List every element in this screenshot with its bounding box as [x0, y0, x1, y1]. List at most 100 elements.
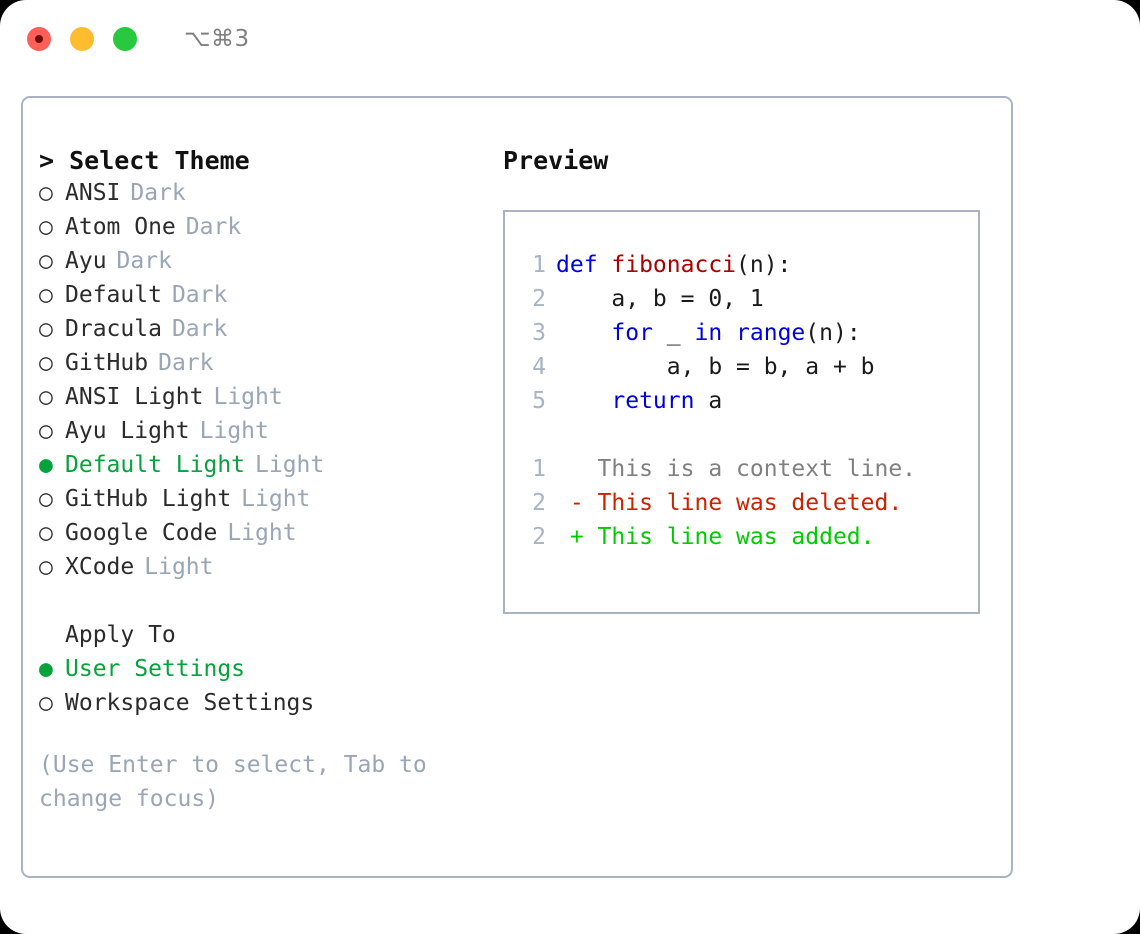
theme-selection-panel: > Select Theme ○ ANSI Dark ○ Atom One Da… — [39, 146, 489, 816]
code-line: 1 def fibonacci(n): — [505, 252, 978, 286]
code-line: 2 a, b = 0, 1 — [505, 286, 978, 320]
diff-line-context: 1 This is a context line. — [505, 456, 978, 490]
radio-icon[interactable]: ○ — [39, 486, 53, 512]
theme-item-atom-one[interactable]: ○ Atom One Dark — [39, 214, 489, 248]
theme-item-default-light[interactable]: ● Default Light Light — [39, 452, 489, 486]
code-token: fibonacci — [611, 252, 737, 278]
diff-sample: 1 This is a context line. 2 - This line … — [505, 456, 978, 558]
theme-item-dracula[interactable]: ○ Dracula Dark — [39, 316, 489, 350]
code-line: 3 for _ in range(n): — [505, 320, 978, 354]
line-number: 3 — [532, 320, 546, 346]
page-title: > Select Theme — [39, 146, 250, 175]
radio-icon[interactable]: ○ — [39, 316, 53, 342]
theme-item-tag: Light — [144, 554, 214, 580]
radio-icon[interactable]: ○ — [39, 248, 53, 274]
theme-item-xcode[interactable]: ○ XCode Light — [39, 554, 489, 588]
code-token: a, b = b, a + b — [556, 354, 875, 380]
radio-icon[interactable]: ○ — [39, 690, 53, 716]
theme-item-label: Ayu — [65, 248, 107, 274]
theme-item-tag: Light — [213, 384, 283, 410]
line-number: 1 — [532, 252, 546, 278]
theme-item-ansi-light[interactable]: ○ ANSI Light Light — [39, 384, 489, 418]
theme-item-label: ANSI Light — [65, 384, 204, 410]
theme-item-tag: Light — [227, 520, 297, 546]
theme-item-tag: Light — [199, 418, 269, 444]
apply-to-heading-row: ○ Apply To — [39, 622, 489, 656]
code-line: 4 a, b = b, a + b — [505, 354, 978, 388]
select-theme-heading-row: > Select Theme — [39, 146, 489, 180]
theme-item-default[interactable]: ○ Default Dark — [39, 282, 489, 316]
theme-item-google-code[interactable]: ○ Google Code Light — [39, 520, 489, 554]
theme-item-label: Default — [65, 282, 162, 308]
apply-to-group: ○ Apply To ● User Settings ○ Workspace S… — [39, 622, 489, 724]
code-token: for — [611, 320, 667, 346]
theme-item-label: ANSI — [65, 180, 121, 206]
radio-icon[interactable]: ○ — [39, 384, 53, 410]
maximize-button[interactable] — [113, 27, 137, 51]
radio-icon[interactable]: ○ — [39, 180, 53, 206]
theme-item-tag: Dark — [171, 282, 228, 308]
code-token: _ — [666, 320, 695, 346]
theme-item-label: Atom One — [65, 214, 176, 240]
spacer-marker: ○ — [39, 622, 65, 648]
theme-picker-card: > Select Theme ○ ANSI Dark ○ Atom One Da… — [21, 96, 1013, 878]
keyboard-shortcut-label: ⌥⌘3 — [184, 26, 250, 52]
radio-icon[interactable]: ○ — [39, 350, 53, 376]
apply-to-title: Apply To — [65, 622, 176, 648]
theme-item-label: Default Light — [65, 452, 246, 478]
preview-gap — [505, 422, 978, 456]
theme-item-tag: Dark — [185, 214, 242, 240]
radio-icon[interactable]: ○ — [39, 520, 53, 546]
theme-item-label: GitHub — [65, 350, 149, 376]
minimize-button[interactable] — [70, 27, 94, 51]
apply-to-workspace-settings[interactable]: ○ Workspace Settings — [39, 690, 489, 724]
keyboard-hint-text: (Use Enter to select, Tab to change focu… — [39, 752, 427, 812]
code-token: range — [736, 320, 806, 346]
line-number: 1 — [532, 456, 546, 482]
theme-item-ayu[interactable]: ○ Ayu Dark — [39, 248, 489, 282]
line-number: 4 — [532, 354, 546, 380]
close-button[interactable] — [27, 27, 51, 51]
code-token: (n): — [736, 252, 792, 278]
theme-item-label: Ayu Light — [65, 418, 190, 444]
theme-list: ○ ANSI Dark ○ Atom One Dark ○ Ayu Dark — [39, 180, 489, 588]
theme-item-ansi[interactable]: ○ ANSI Dark — [39, 180, 489, 214]
theme-item-label: GitHub Light — [65, 486, 232, 512]
code-token: in — [694, 320, 737, 346]
diff-line-added: 2 + This line was added. — [505, 524, 978, 558]
theme-item-github-light[interactable]: ○ GitHub Light Light — [39, 486, 489, 520]
diff-text: + This line was added. — [556, 524, 875, 550]
code-token: a — [708, 388, 723, 414]
code-token: (n): — [805, 320, 861, 346]
code-token: def — [556, 252, 612, 278]
theme-item-tag: Light — [241, 486, 311, 512]
radio-selected-icon[interactable]: ● — [39, 452, 53, 478]
preview-title: Preview — [503, 146, 609, 175]
theme-item-ayu-light[interactable]: ○ Ayu Light Light — [39, 418, 489, 452]
code-token: a, b = 0, 1 — [556, 286, 764, 312]
list-spacer — [39, 588, 489, 622]
window-controls — [27, 27, 137, 51]
window-titlebar: ⌥⌘3 — [0, 0, 1140, 78]
theme-item-tag: Light — [255, 452, 325, 478]
code-line: 5 return a — [505, 388, 978, 422]
line-number: 2 — [532, 490, 546, 516]
theme-item-github[interactable]: ○ GitHub Dark — [39, 350, 489, 384]
apply-to-label: User Settings — [65, 656, 246, 682]
apply-to-user-settings[interactable]: ● User Settings — [39, 656, 489, 690]
radio-icon[interactable]: ○ — [39, 418, 53, 444]
code-token — [556, 320, 611, 346]
theme-item-tag: Dark — [171, 316, 228, 342]
theme-item-label: Google Code — [65, 520, 218, 546]
radio-selected-icon[interactable]: ● — [39, 656, 53, 682]
code-token: return — [611, 388, 709, 414]
radio-icon[interactable]: ○ — [39, 214, 53, 240]
theme-item-tag: Dark — [116, 248, 172, 274]
radio-icon[interactable]: ○ — [39, 282, 53, 308]
theme-item-tag: Dark — [158, 350, 214, 376]
radio-icon[interactable]: ○ — [39, 554, 53, 580]
